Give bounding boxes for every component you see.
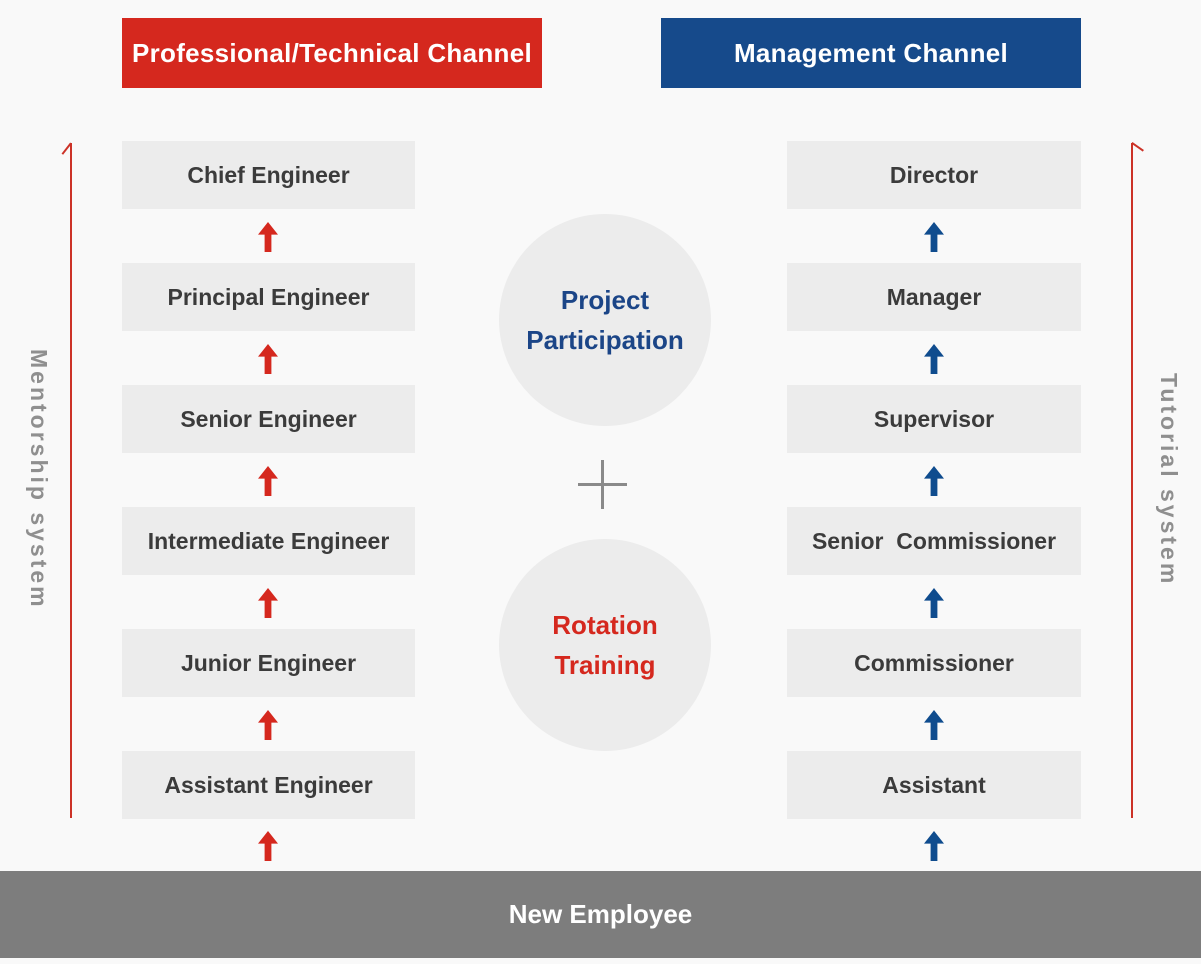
up-arrow-icon	[924, 710, 944, 740]
up-arrow-icon	[258, 222, 278, 252]
level-box-commissioner: Commissioner	[787, 629, 1081, 697]
level-box-senior-commissioner: Senior Commissioner	[787, 507, 1081, 575]
level-box-senior-engineer: Senior Engineer	[122, 385, 415, 453]
up-arrow-icon	[258, 344, 278, 374]
new-employee-label: New Employee	[508, 899, 693, 929]
up-arrow-icon	[924, 466, 944, 496]
rotation-circle-line2: Training	[554, 650, 656, 680]
new-employee-bar: New Employee	[0, 871, 1201, 958]
up-arrow-icon	[924, 831, 944, 861]
growth-line-left	[70, 143, 72, 818]
project-circle-line1: Project	[560, 285, 650, 315]
up-arrow-icon	[258, 710, 278, 740]
level-box-assistant: Assistant	[787, 751, 1081, 819]
up-arrow-icon	[258, 831, 278, 861]
tutorial-system-label: Tutorial system	[1156, 372, 1182, 587]
level-box-director: Director	[787, 141, 1081, 209]
rotation-training-circle: Rotation Training	[499, 539, 711, 751]
up-arrow-icon	[924, 588, 944, 618]
level-box-chief-engineer: Chief Engineer	[122, 141, 415, 209]
rotation-circle-line1: Rotation	[552, 610, 658, 640]
level-box-principal-engineer: Principal Engineer	[122, 263, 415, 331]
level-box-supervisor: Supervisor	[787, 385, 1081, 453]
level-box-junior-engineer: Junior Engineer	[122, 629, 415, 697]
mentorship-system-label: Mentorship system	[26, 349, 52, 610]
up-arrow-icon	[924, 344, 944, 374]
growth-line-right-arrowhead-icon	[1131, 142, 1144, 152]
professional-channel-header: Professional/Technical Channel	[122, 18, 542, 88]
level-box-intermediate-engineer: Intermediate Engineer	[122, 507, 415, 575]
plus-icon	[578, 460, 627, 509]
management-channel-header: Management Channel	[661, 18, 1081, 88]
up-arrow-icon	[924, 222, 944, 252]
level-box-assistant-engineer: Assistant Engineer	[122, 751, 415, 819]
up-arrow-icon	[258, 466, 278, 496]
growth-line-right	[1131, 143, 1133, 818]
level-box-manager: Manager	[787, 263, 1081, 331]
project-participation-circle: Project Participation	[499, 214, 711, 426]
project-circle-line2: Participation	[526, 325, 684, 355]
up-arrow-icon	[258, 588, 278, 618]
